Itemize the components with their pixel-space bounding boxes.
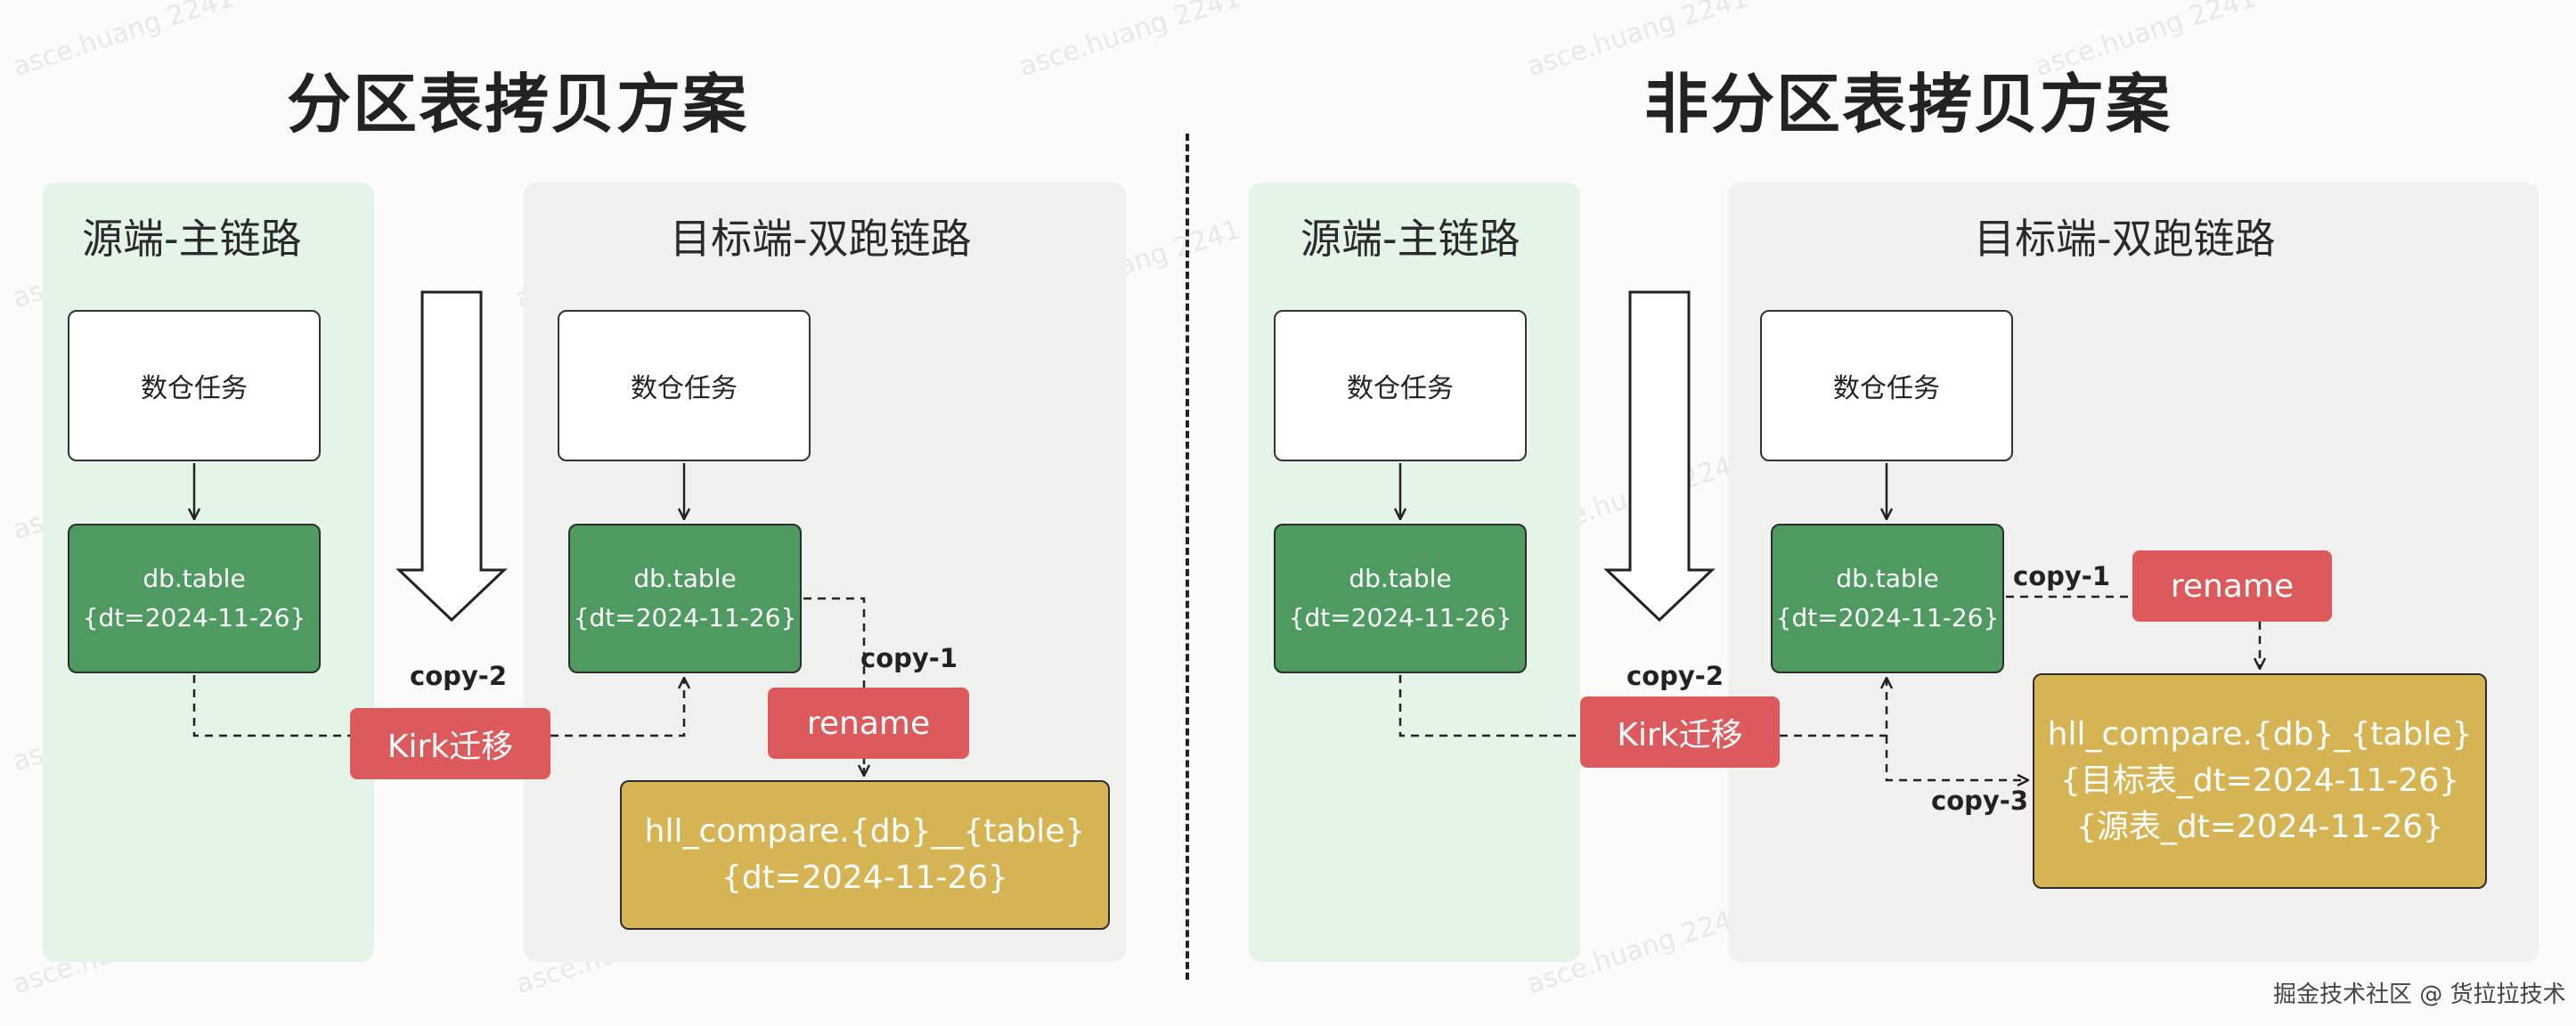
right-source-dw-task-text: 数仓任务 <box>1347 373 1454 404</box>
left-copy2-label: copy-2 <box>410 661 507 691</box>
right-result-source-partition: {源表_dt=2024-11-26} <box>2075 809 2444 845</box>
left-copy1-line <box>803 597 866 688</box>
left-rename-text: rename <box>806 704 931 742</box>
right-target-table-name: db.table <box>1836 564 1939 593</box>
right-rename-text: rename <box>2170 567 2295 605</box>
left-copy2-line-a <box>192 675 350 737</box>
left-diagram-title: 分区表拷贝方案 <box>287 67 749 142</box>
left-rename: rename <box>768 688 969 759</box>
left-target-table: db.table {dt=2024-11-26} <box>568 524 802 673</box>
right-rename: rename <box>2132 550 2332 622</box>
left-source-table-partition: {dt=2024-11-26} <box>82 603 306 632</box>
right-target-dw-task: 数仓任务 <box>1760 310 2013 461</box>
left-kirk-migration: Kirk迁移 <box>350 708 550 779</box>
left-source-dw-task: 数仓任务 <box>68 310 321 461</box>
right-source-table-name: db.table <box>1349 564 1452 593</box>
right-target-table: db.table {dt=2024-11-26} <box>1771 524 2004 673</box>
footer-credit: 掘金技术社区 @ 货拉拉技术 <box>2273 981 2566 1008</box>
right-target-label: 目标端-双跑链路 <box>1974 215 2276 263</box>
right-copy2-line-a <box>1398 675 1580 737</box>
left-result-table: hll_compare.{db}__{table} {dt=2024-11-26… <box>620 780 1110 930</box>
left-source-table-name: db.table <box>143 564 246 593</box>
left-result-name: hll_compare.{db}__{table} <box>644 813 1086 850</box>
right-copy1-label: copy-1 <box>2013 561 2110 591</box>
center-divider <box>1186 134 1189 980</box>
right-result-table: hll_compare.{db}_{table} {目标表_dt=2024-11… <box>2033 673 2487 889</box>
right-dual-run-arrow <box>1603 290 1716 623</box>
left-target-table-name: db.table <box>633 564 737 593</box>
left-target-label: 目标端-双跑链路 <box>670 215 972 263</box>
left-dual-run-arrow <box>395 290 508 623</box>
right-target-dw-task-text: 数仓任务 <box>1833 373 1940 404</box>
left-copy2-line-b <box>550 679 684 737</box>
left-target-dw-task: 数仓任务 <box>558 310 811 461</box>
right-source-table-partition: {dt=2024-11-26} <box>1288 603 1512 632</box>
left-source-table: db.table {dt=2024-11-26} <box>68 524 321 673</box>
right-source-table: db.table {dt=2024-11-26} <box>1274 524 1527 673</box>
right-result-name: hll_compare.{db}_{table} <box>2047 716 2473 753</box>
left-target-table-partition: {dt=2024-11-26} <box>573 603 797 632</box>
right-copy3-label: copy-3 <box>1931 786 2028 816</box>
right-result-target-partition: {目标表_dt=2024-11-26} <box>2059 762 2460 799</box>
left-target-dw-task-text: 数仓任务 <box>631 373 738 404</box>
left-kirk-text: Kirk迁移 <box>387 729 514 765</box>
right-diagram-title: 非分区表拷贝方案 <box>1644 67 2172 142</box>
right-target-table-partition: {dt=2024-11-26} <box>1775 603 2000 632</box>
left-source-dw-task-text: 数仓任务 <box>141 373 248 404</box>
right-source-dw-task: 数仓任务 <box>1274 310 1527 461</box>
right-kirk-text: Kirk迁移 <box>1617 717 1743 753</box>
left-copy1-label: copy-1 <box>860 643 958 673</box>
left-result-partition: {dt=2024-11-26} <box>721 859 1009 896</box>
right-copy3-line <box>1885 736 2027 780</box>
right-source-label: 源端-主链路 <box>1300 215 1520 263</box>
right-kirk-migration: Kirk迁移 <box>1580 696 1780 768</box>
right-copy2-line-b <box>1780 679 1887 737</box>
left-source-label: 源端-主链路 <box>82 215 302 263</box>
right-copy2-label: copy-2 <box>1626 661 1724 691</box>
